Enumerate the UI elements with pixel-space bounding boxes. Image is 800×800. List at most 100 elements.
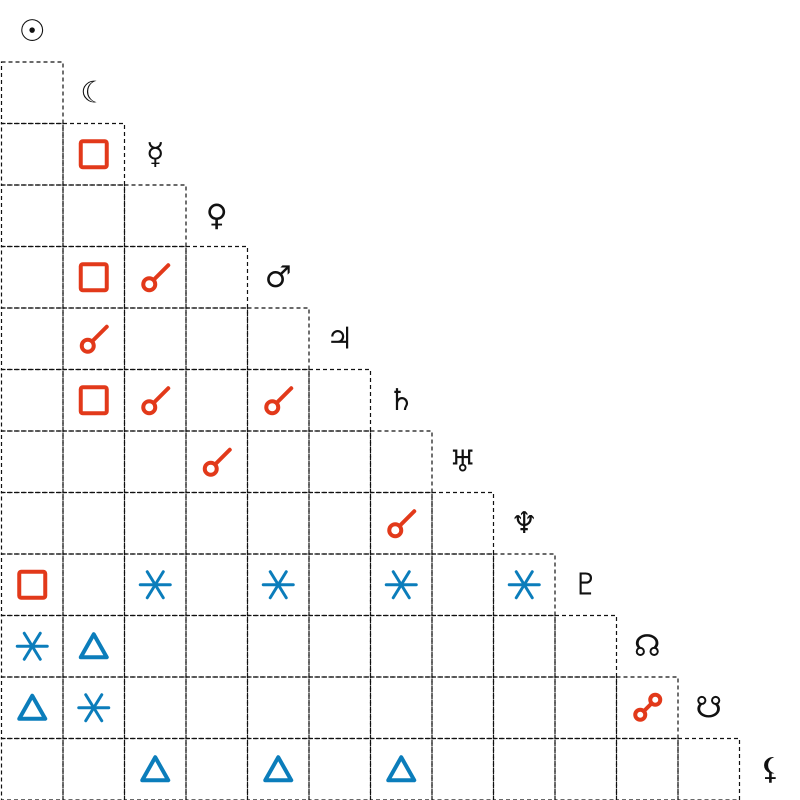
aspect-cell-pluto-mercury bbox=[123, 553, 187, 617]
aspect-cell-neptune-venus bbox=[185, 491, 249, 555]
conjunction-aspect-icon bbox=[141, 263, 171, 293]
mars-glyph: ♂ bbox=[265, 260, 292, 295]
aspect-cell-pluto-saturn bbox=[369, 553, 433, 617]
sun-glyph: ☉ bbox=[19, 14, 46, 49]
aspect-cell-north-node-sun bbox=[0, 614, 64, 678]
aspect-cell-neptune-moon bbox=[62, 491, 126, 555]
aspect-cell-neptune-saturn bbox=[369, 491, 433, 555]
aspect-cell-jupiter-mars bbox=[246, 307, 310, 371]
moon-glyph: ☾ bbox=[80, 75, 107, 110]
aspect-cell-north-node-pluto bbox=[554, 614, 618, 678]
aspect-cell-south-node-mars bbox=[246, 676, 310, 740]
aspect-cell-north-node-uranus bbox=[431, 614, 495, 678]
aspect-cell-uranus-mercury bbox=[123, 430, 187, 494]
pluto-glyph: ♇ bbox=[572, 567, 599, 602]
aspect-cell-south-node-moon bbox=[62, 676, 126, 740]
aspect-cell-saturn-venus bbox=[185, 368, 249, 432]
venus-glyph: ♀ bbox=[206, 198, 228, 233]
aspect-cell-lilith-venus bbox=[185, 737, 249, 800]
aspect-cell-lilith-neptune bbox=[492, 737, 556, 800]
aspect-cell-mercury-moon bbox=[62, 122, 126, 186]
aspect-cell-pluto-mars bbox=[246, 553, 310, 617]
aspect-cell-pluto-neptune bbox=[492, 553, 556, 617]
aspect-cell-uranus-sun bbox=[0, 430, 64, 494]
aspect-cell-mars-sun bbox=[0, 245, 64, 309]
aspect-cell-pluto-sun bbox=[0, 553, 64, 617]
aspect-cell-neptune-mars bbox=[246, 491, 310, 555]
trine-aspect-icon bbox=[263, 755, 294, 783]
sextile-aspect-icon bbox=[15, 631, 49, 661]
aspect-cell-pluto-moon bbox=[62, 553, 126, 617]
aspect-cell-north-node-neptune bbox=[492, 614, 556, 678]
aspect-cell-south-node-mercury bbox=[123, 676, 187, 740]
aspect-cell-mercury-sun bbox=[0, 122, 64, 186]
aspect-cell-pluto-venus bbox=[185, 553, 249, 617]
aspect-cell-north-node-venus bbox=[185, 614, 249, 678]
aspect-cell-neptune-sun bbox=[0, 491, 64, 555]
sextile-aspect-icon bbox=[138, 570, 172, 600]
neptune-glyph: ♆ bbox=[511, 506, 538, 541]
trine-aspect-icon bbox=[386, 755, 417, 783]
aspect-cell-mars-venus bbox=[185, 245, 249, 309]
aspect-cell-lilith-mars bbox=[246, 737, 310, 800]
mercury-glyph: ☿ bbox=[146, 137, 164, 172]
conjunction-aspect-icon bbox=[264, 386, 294, 416]
square-aspect-icon bbox=[78, 262, 109, 293]
aspect-cell-jupiter-sun bbox=[0, 307, 64, 371]
north-node-glyph: ☊ bbox=[634, 629, 661, 664]
aspect-cell-saturn-mars bbox=[246, 368, 310, 432]
trine-aspect-icon bbox=[140, 755, 171, 783]
lilith-glyph: ⚸ bbox=[759, 752, 781, 787]
south-node-glyph: ☋ bbox=[695, 690, 722, 725]
square-aspect-icon bbox=[17, 569, 48, 600]
aspect-cell-venus-sun bbox=[0, 184, 64, 248]
sextile-aspect-icon bbox=[507, 570, 541, 600]
conjunction-aspect-icon bbox=[79, 324, 109, 354]
aspect-cell-saturn-moon bbox=[62, 368, 126, 432]
sextile-aspect-icon bbox=[77, 693, 111, 723]
aspect-cell-jupiter-moon bbox=[62, 307, 126, 371]
aspect-cell-south-node-venus bbox=[185, 676, 249, 740]
aspect-cell-south-node-pluto bbox=[554, 676, 618, 740]
aspect-cell-lilith-sun bbox=[0, 737, 64, 800]
aspect-cell-north-node-mars bbox=[246, 614, 310, 678]
conjunction-aspect-icon bbox=[387, 509, 417, 539]
conjunction-aspect-icon bbox=[202, 447, 232, 477]
aspect-cell-south-node-sun bbox=[0, 676, 64, 740]
aspect-cell-south-node-jupiter bbox=[308, 676, 372, 740]
saturn-glyph: ♄ bbox=[388, 383, 415, 418]
aspect-cell-north-node-moon bbox=[62, 614, 126, 678]
aspect-cell-mars-moon bbox=[62, 245, 126, 309]
sextile-aspect-icon bbox=[384, 570, 418, 600]
aspect-cell-south-node-uranus bbox=[431, 676, 495, 740]
aspect-cell-south-node-neptune bbox=[492, 676, 556, 740]
uranus-glyph: ♅ bbox=[449, 444, 476, 479]
trine-aspect-icon bbox=[78, 632, 109, 660]
aspect-cell-lilith-uranus bbox=[431, 737, 495, 800]
trine-aspect-icon bbox=[17, 693, 48, 721]
aspect-cell-jupiter-venus bbox=[185, 307, 249, 371]
aspect-cell-lilith-south-node bbox=[677, 737, 741, 800]
aspect-cell-uranus-saturn bbox=[369, 430, 433, 494]
aspect-cell-venus-moon bbox=[62, 184, 126, 248]
aspect-cell-moon-sun bbox=[0, 61, 64, 125]
aspect-cell-jupiter-mercury bbox=[123, 307, 187, 371]
aspect-cell-south-node-north-node bbox=[615, 676, 679, 740]
aspect-cell-venus-mercury bbox=[123, 184, 187, 248]
aspect-cell-saturn-mercury bbox=[123, 368, 187, 432]
sextile-aspect-icon bbox=[261, 570, 295, 600]
aspect-cell-neptune-uranus bbox=[431, 491, 495, 555]
aspect-cell-uranus-jupiter bbox=[308, 430, 372, 494]
aspect-cell-lilith-mercury bbox=[123, 737, 187, 800]
aspect-cell-lilith-jupiter bbox=[308, 737, 372, 800]
aspect-cell-lilith-pluto bbox=[554, 737, 618, 800]
aspect-cell-pluto-uranus bbox=[431, 553, 495, 617]
opposition-aspect-icon bbox=[633, 692, 663, 722]
conjunction-aspect-icon bbox=[141, 386, 171, 416]
aspect-cell-north-node-saturn bbox=[369, 614, 433, 678]
aspect-cell-lilith-saturn bbox=[369, 737, 433, 800]
aspect-cell-north-node-mercury bbox=[123, 614, 187, 678]
aspect-cell-pluto-jupiter bbox=[308, 553, 372, 617]
aspect-cell-saturn-sun bbox=[0, 368, 64, 432]
